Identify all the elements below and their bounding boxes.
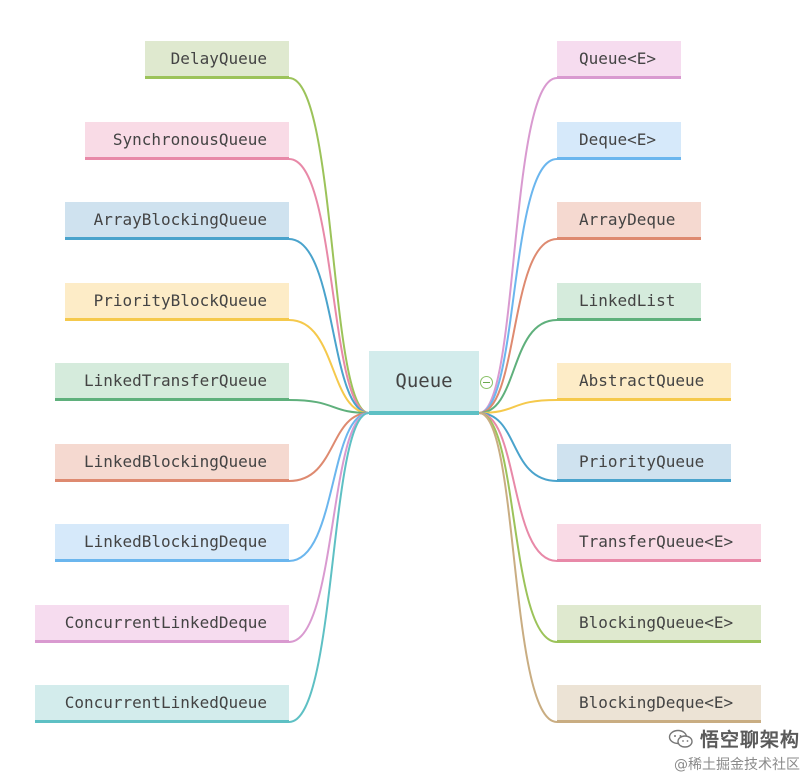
left-node-label: LinkedBlockingQueue <box>83 452 267 471</box>
right-node-label: TransferQueue<E> <box>579 532 734 551</box>
connector-right <box>478 399 558 414</box>
watermark-subtitle: @稀土掘金技术社区 <box>674 757 800 773</box>
right-node-label: AbstractQueue <box>579 371 705 390</box>
connector-left <box>288 319 370 414</box>
right-node-label: BlockingDeque<E> <box>579 693 734 712</box>
connector-left <box>288 399 370 414</box>
root-node[interactable]: Queue <box>369 351 479 415</box>
right-node[interactable]: LinkedList <box>557 283 701 321</box>
left-node[interactable]: ConcurrentLinkedDeque <box>35 605 289 643</box>
wechat-icon <box>668 729 693 748</box>
right-node[interactable]: ArrayDeque <box>557 202 701 240</box>
right-node[interactable]: BlockingDeque<E> <box>557 685 761 723</box>
left-node-label: ConcurrentLinkedQueue <box>64 693 267 712</box>
connector-left <box>288 412 370 482</box>
left-node[interactable]: LinkedBlockingQueue <box>55 444 289 482</box>
connector-right <box>478 412 558 723</box>
left-node-label: LinkedTransferQueue <box>83 371 267 390</box>
left-node[interactable]: ArrayBlockingQueue <box>65 202 289 240</box>
right-node-label: ArrayDeque <box>579 210 676 229</box>
right-node[interactable]: Queue<E> <box>557 41 681 79</box>
right-node[interactable]: TransferQueue<E> <box>557 524 761 562</box>
left-node-label: ConcurrentLinkedDeque <box>64 613 267 632</box>
connector-right <box>478 238 558 414</box>
right-node-label: Deque<E> <box>579 130 657 149</box>
left-node[interactable]: LinkedBlockingDeque <box>55 524 289 562</box>
connector-left <box>288 412 370 643</box>
collapse-icon[interactable] <box>480 376 493 389</box>
left-node-label: DelayQueue <box>170 49 267 68</box>
right-node[interactable]: AbstractQueue <box>557 363 731 401</box>
connector-left <box>288 77 370 414</box>
watermark-title: 悟空聊架构 <box>699 729 800 751</box>
right-node[interactable]: PriorityQueue <box>557 444 731 482</box>
watermark: 悟空聊架构 @稀土掘金技术社区 <box>668 725 800 774</box>
left-node-label: ArrayBlockingQueue <box>93 210 267 229</box>
left-node[interactable]: PriorityBlockQueue <box>65 283 289 321</box>
right-node-label: PriorityQueue <box>579 452 705 471</box>
left-node-label: LinkedBlockingDeque <box>83 532 267 551</box>
right-node-label: LinkedList <box>579 291 676 310</box>
right-node[interactable]: BlockingQueue<E> <box>557 605 761 643</box>
connector-left <box>288 412 370 723</box>
connector-right <box>478 319 558 414</box>
connector-left <box>288 238 370 414</box>
connector-right <box>478 158 558 414</box>
left-node[interactable]: SynchronousQueue <box>85 122 289 160</box>
root-node-label: Queue <box>395 370 453 392</box>
right-node-label: BlockingQueue<E> <box>579 613 734 632</box>
connector-right <box>478 412 558 643</box>
right-node-label: Queue<E> <box>579 49 657 68</box>
connector-left <box>288 412 370 562</box>
connector-right <box>478 412 558 562</box>
connector-right <box>478 412 558 482</box>
left-node-label: SynchronousQueue <box>112 130 267 149</box>
left-node[interactable]: LinkedTransferQueue <box>55 363 289 401</box>
connector-left <box>288 158 370 414</box>
left-node[interactable]: ConcurrentLinkedQueue <box>35 685 289 723</box>
right-node[interactable]: Deque<E> <box>557 122 681 160</box>
left-node[interactable]: DelayQueue <box>145 41 289 79</box>
connector-right <box>478 77 558 414</box>
left-node-label: PriorityBlockQueue <box>93 291 267 310</box>
